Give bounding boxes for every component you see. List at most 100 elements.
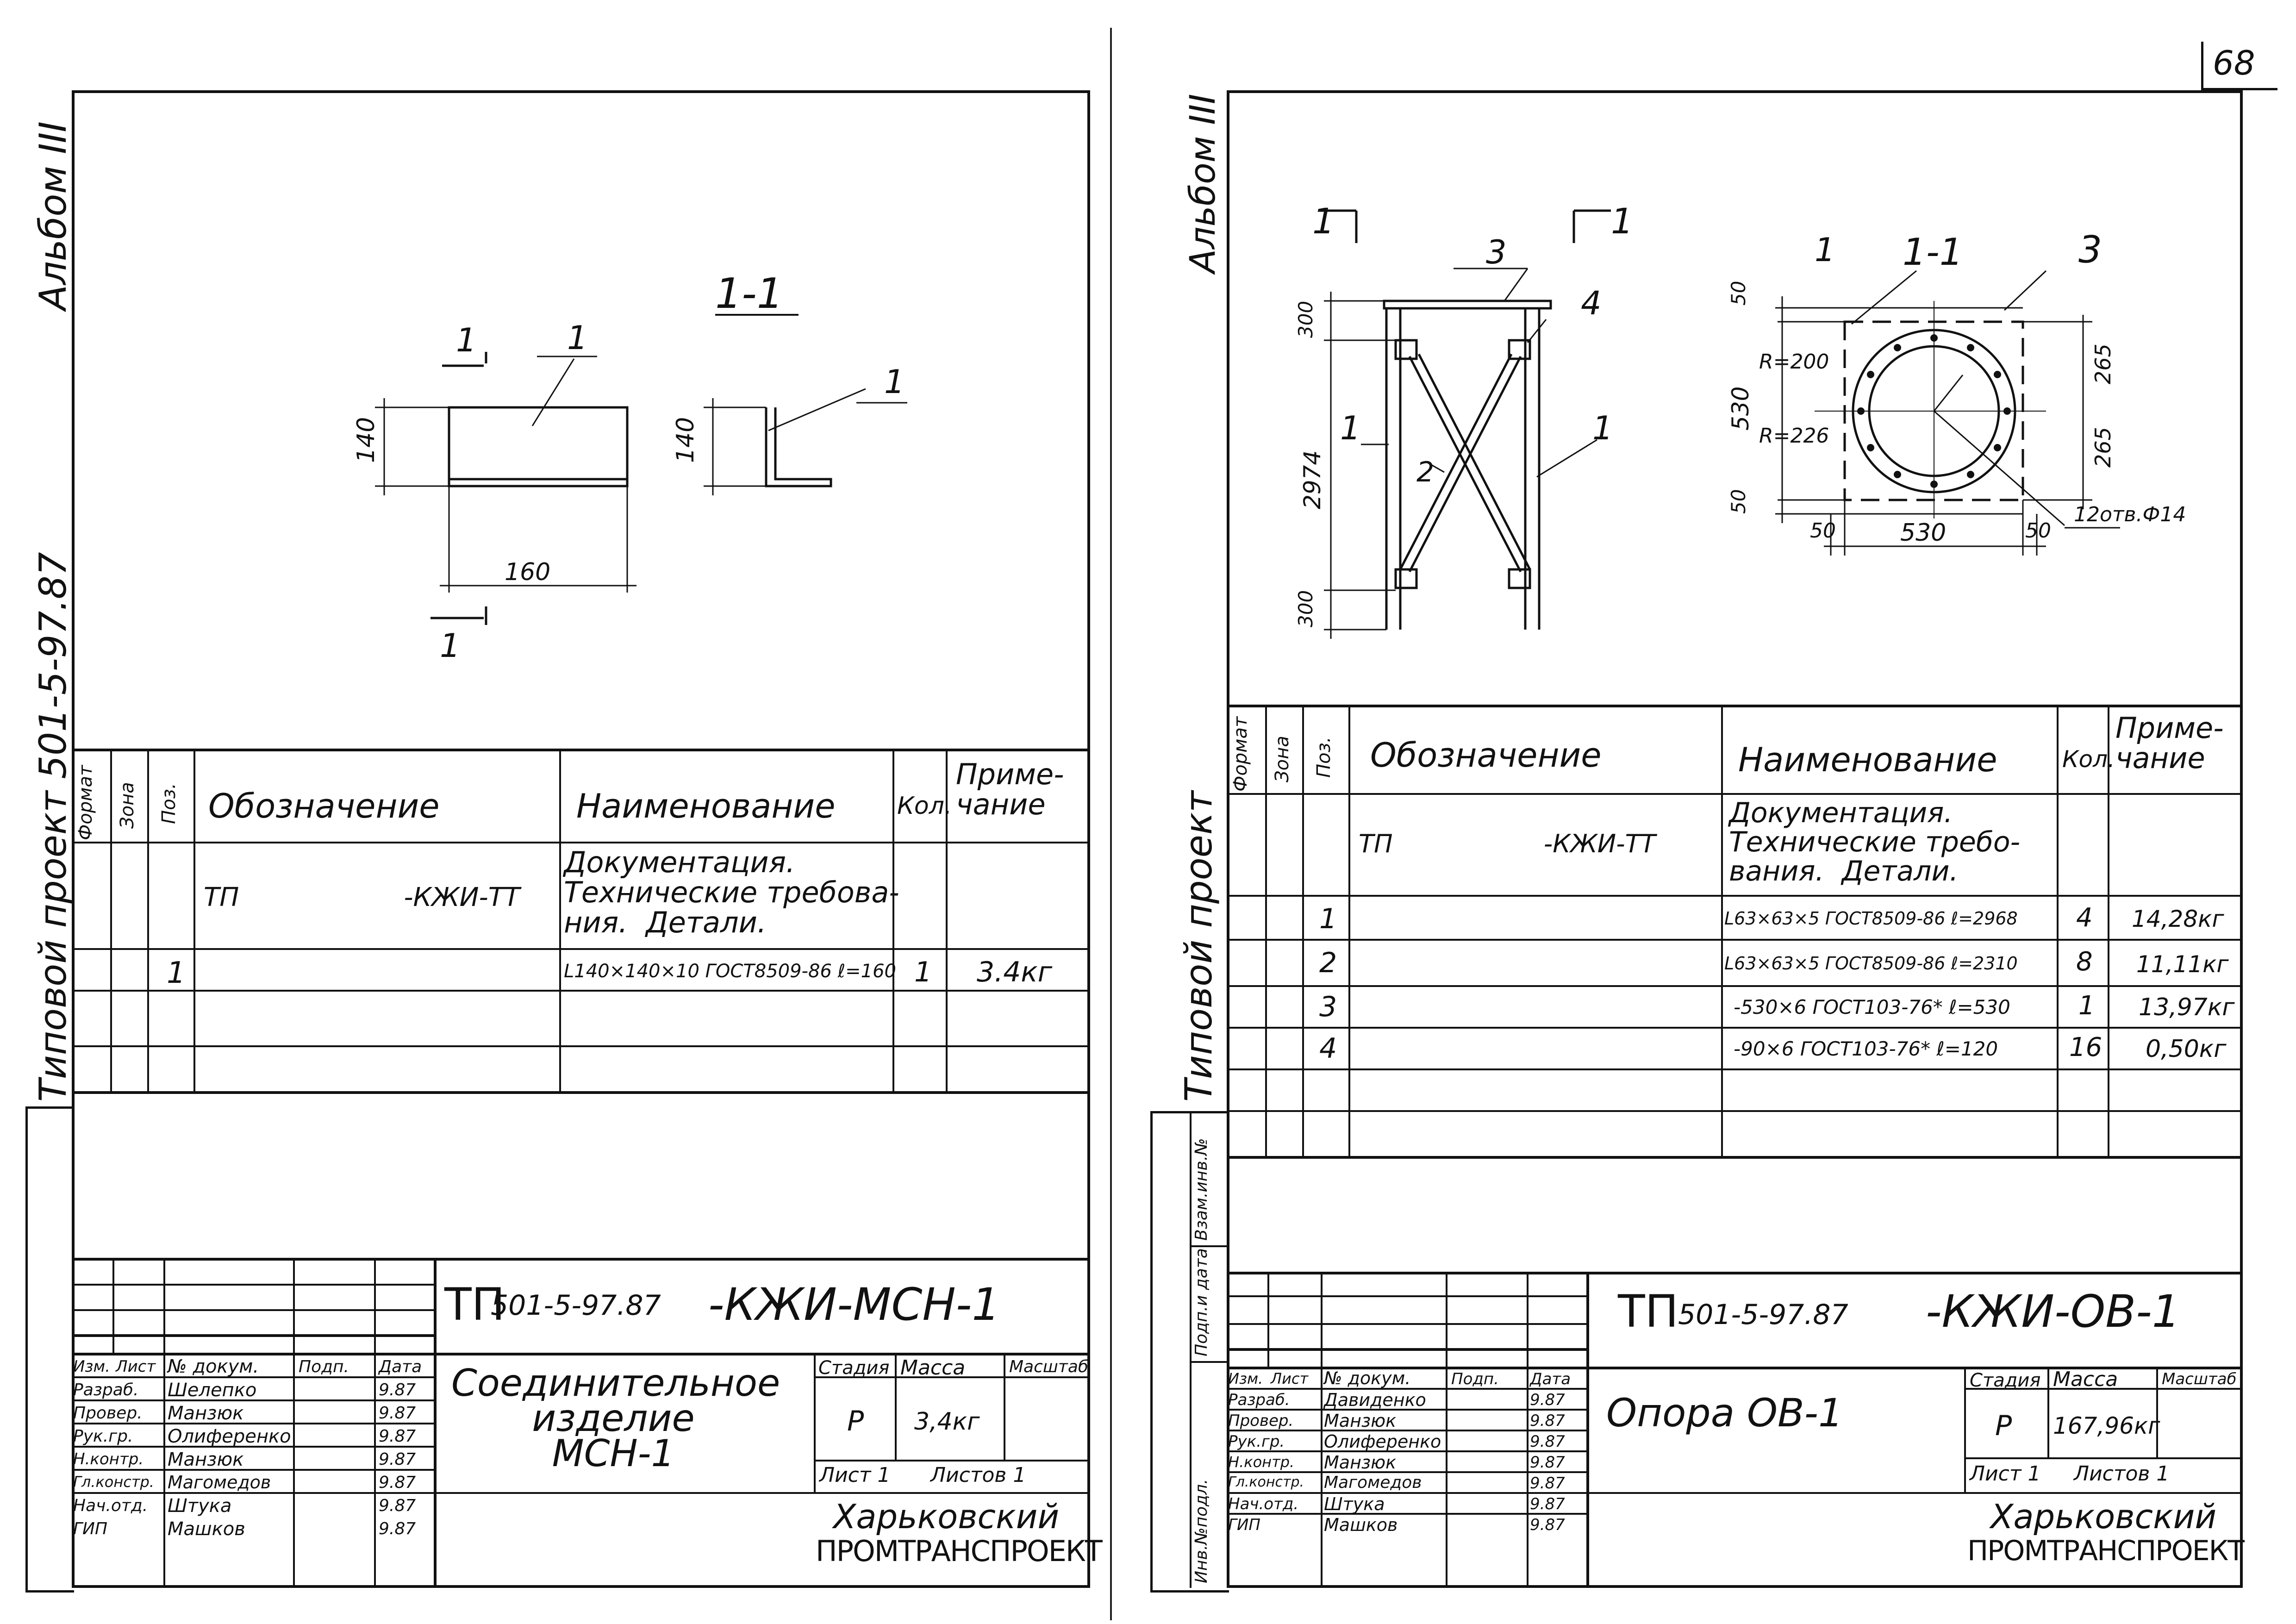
left-spec-row2-qty: 1 xyxy=(914,956,932,988)
right-tb-person: Магомедов xyxy=(1324,1473,1422,1492)
left-spec-row2-name: L140×140×10 ГОСТ8509-86 ℓ=160 xyxy=(564,961,896,982)
right-tb-role: Гл.констр. xyxy=(1228,1474,1304,1490)
right-side-album: Альбом III xyxy=(1182,94,1223,273)
right-plan-d530v: 530 xyxy=(1727,386,1754,431)
right-elev-d300b: 300 xyxy=(1294,590,1317,627)
right-tb-scale-label: Масштаб xyxy=(2162,1370,2237,1388)
left-tb-role: Разраб. xyxy=(73,1380,139,1399)
left-pos-label-section: 1 xyxy=(884,363,905,401)
right-spec-row3-name: L63×63×5 ГОСТ8509-86 ℓ=2310 xyxy=(1724,953,2018,974)
right-tb-date: 9.87 xyxy=(1530,1516,1565,1534)
left-tb-h-date: Дата xyxy=(379,1357,422,1376)
right-tb-item-name: Опора ОВ-1 xyxy=(1606,1390,1843,1436)
right-tb-h-list: Лист xyxy=(1271,1370,1309,1387)
right-side-strip-div xyxy=(1190,1111,1192,1588)
right-tb-role: Рук.гр. xyxy=(1228,1432,1285,1451)
right-spec-row4-pos: 3 xyxy=(1319,991,1337,1023)
left-tb-item-name: Соединительное изделие МСН-1 xyxy=(451,1362,780,1475)
left-spec-h-format: Формат xyxy=(75,765,96,840)
right-plan-r226: R=226 xyxy=(1759,424,1829,448)
page-number-box xyxy=(2201,42,2277,90)
right-plan-pos3: 3 xyxy=(2078,228,2102,271)
right-tb-date: 9.87 xyxy=(1530,1432,1565,1451)
right-spec-row1-designation: ТП -КЖИ-ТТ xyxy=(1359,829,1656,858)
sheet-divider xyxy=(1110,28,1112,1620)
right-spec-row3-note: 11,11кг xyxy=(2136,951,2229,978)
right-tb-sheet: Лист 1 xyxy=(1970,1462,2041,1486)
left-tb-code-suffix: -КЖИ-МСН-1 xyxy=(708,1279,1000,1330)
right-tb-code-suffix: -КЖИ-ОВ-1 xyxy=(1926,1286,2180,1337)
left-tb-date: 9.87 xyxy=(379,1473,416,1492)
right-plan-d50a: 50 xyxy=(1727,281,1750,306)
left-tb-person: Штука xyxy=(168,1495,232,1517)
right-tb-person: Штука xyxy=(1324,1494,1385,1514)
right-tb-person: Машков xyxy=(1324,1515,1398,1535)
right-spec-row4-qty: 1 xyxy=(2078,991,2095,1021)
right-cut-mark-right: 1 xyxy=(1611,200,1634,242)
right-spec-h-pos: Поз. xyxy=(1313,737,1335,778)
right-plan-d265b: 265 xyxy=(2090,427,2115,468)
left-tb-role: Нач.отд. xyxy=(73,1496,148,1515)
right-side-strip-h2 xyxy=(1190,1361,1227,1363)
left-tb-date: 9.87 xyxy=(379,1380,416,1399)
right-tb-role: Провер. xyxy=(1228,1412,1294,1430)
right-tb-date: 9.87 xyxy=(1530,1453,1565,1472)
right-spec-row5-qty: 16 xyxy=(2069,1032,2103,1062)
right-tb-role: ГИП xyxy=(1228,1516,1260,1534)
left-spec-row2-note: 3.4кг xyxy=(977,956,1053,988)
left-tb-person: Манзюк xyxy=(168,1449,244,1470)
left-cut-mark-top: 1 xyxy=(456,321,477,359)
left-tb-person: Шелепко xyxy=(168,1380,257,1401)
page-number: 68 xyxy=(2213,44,2255,82)
left-tb-stage-label: Стадия xyxy=(818,1357,890,1379)
right-elev-pos4: 4 xyxy=(1581,284,1602,322)
right-side-project: Типовой проект xyxy=(1177,791,1220,1102)
right-spec-row4-name: -530×6 ГОСТ103-76* ℓ=530 xyxy=(1734,996,2010,1018)
right-tb-date: 9.87 xyxy=(1530,1474,1565,1493)
right-spec-row2-name: L63×63×5 ГОСТ8509-86 ℓ=2968 xyxy=(1724,908,2018,929)
right-elev-pos2: 2 xyxy=(1416,456,1435,488)
right-tb-org2: ПРОМТРАНСПРОЕКТ xyxy=(1967,1535,2245,1567)
left-frame xyxy=(72,90,1090,1588)
right-elev-d300a: 300 xyxy=(1294,300,1317,338)
left-side-strip xyxy=(25,1106,74,1593)
left-tb-stage: Р xyxy=(847,1405,864,1437)
right-plan-d50b: 50 xyxy=(1727,489,1750,514)
right-spec-row2-note: 14,28кг xyxy=(2132,906,2224,932)
right-tb-role: Нач.отд. xyxy=(1228,1495,1299,1513)
left-tb-date: 9.87 xyxy=(379,1496,416,1515)
right-tb-stage: Р xyxy=(1995,1410,2012,1442)
left-dim-140a: 140 xyxy=(352,417,380,463)
right-plan-d50d: 50 xyxy=(2025,519,2051,543)
right-spec-row5-name: -90×6 ГОСТ103-76* ℓ=120 xyxy=(1734,1037,1998,1060)
left-dim-160: 160 xyxy=(505,558,551,586)
right-spec-row3-qty: 8 xyxy=(2076,947,2093,977)
right-elev-pos1b: 1 xyxy=(1592,409,1613,447)
left-tb-sheet: Лист 1 xyxy=(819,1463,891,1487)
right-side-strip-h1 xyxy=(1190,1245,1227,1247)
left-pos-label-plan: 1 xyxy=(567,319,588,357)
right-tb-person: Олиференко xyxy=(1324,1431,1441,1452)
left-tb-date: 9.87 xyxy=(379,1519,416,1538)
left-tb-date: 9.87 xyxy=(379,1450,416,1469)
left-tb-h-sign: Подп. xyxy=(299,1357,349,1376)
right-tb-h-doc: № докум. xyxy=(1324,1368,1411,1388)
right-elev-d2974: 2974 xyxy=(1299,450,1326,509)
left-tb-date: 9.87 xyxy=(379,1404,416,1423)
right-spec-row3-pos: 2 xyxy=(1319,947,1337,979)
left-spec-row2-pos: 1 xyxy=(167,956,186,990)
right-plan-d50c: 50 xyxy=(1810,519,1836,543)
right-plan-d530h: 530 xyxy=(1900,519,1947,547)
left-tb-code-prefix: ТП xyxy=(444,1279,505,1330)
right-tb-role: Н.контр. xyxy=(1228,1453,1295,1471)
left-tb-role: Провер. xyxy=(73,1404,143,1423)
left-tb-h-izm: Изм. xyxy=(73,1357,110,1376)
right-spec-h-qty: Кол. xyxy=(2062,746,2115,773)
left-spec-row1-name: Документация. Технические требова- ния. … xyxy=(564,845,899,940)
right-tb-person: Манзюк xyxy=(1324,1452,1397,1473)
right-side-label-vzam: Взам.инв.№ xyxy=(1192,1138,1211,1241)
right-tb-stage-label: Стадия xyxy=(1970,1370,2041,1391)
right-tb-code-prefix: ТП xyxy=(1618,1286,1678,1337)
right-tb-h-sign: Подп. xyxy=(1451,1370,1499,1388)
right-tb-person: Манзюк xyxy=(1324,1411,1397,1431)
